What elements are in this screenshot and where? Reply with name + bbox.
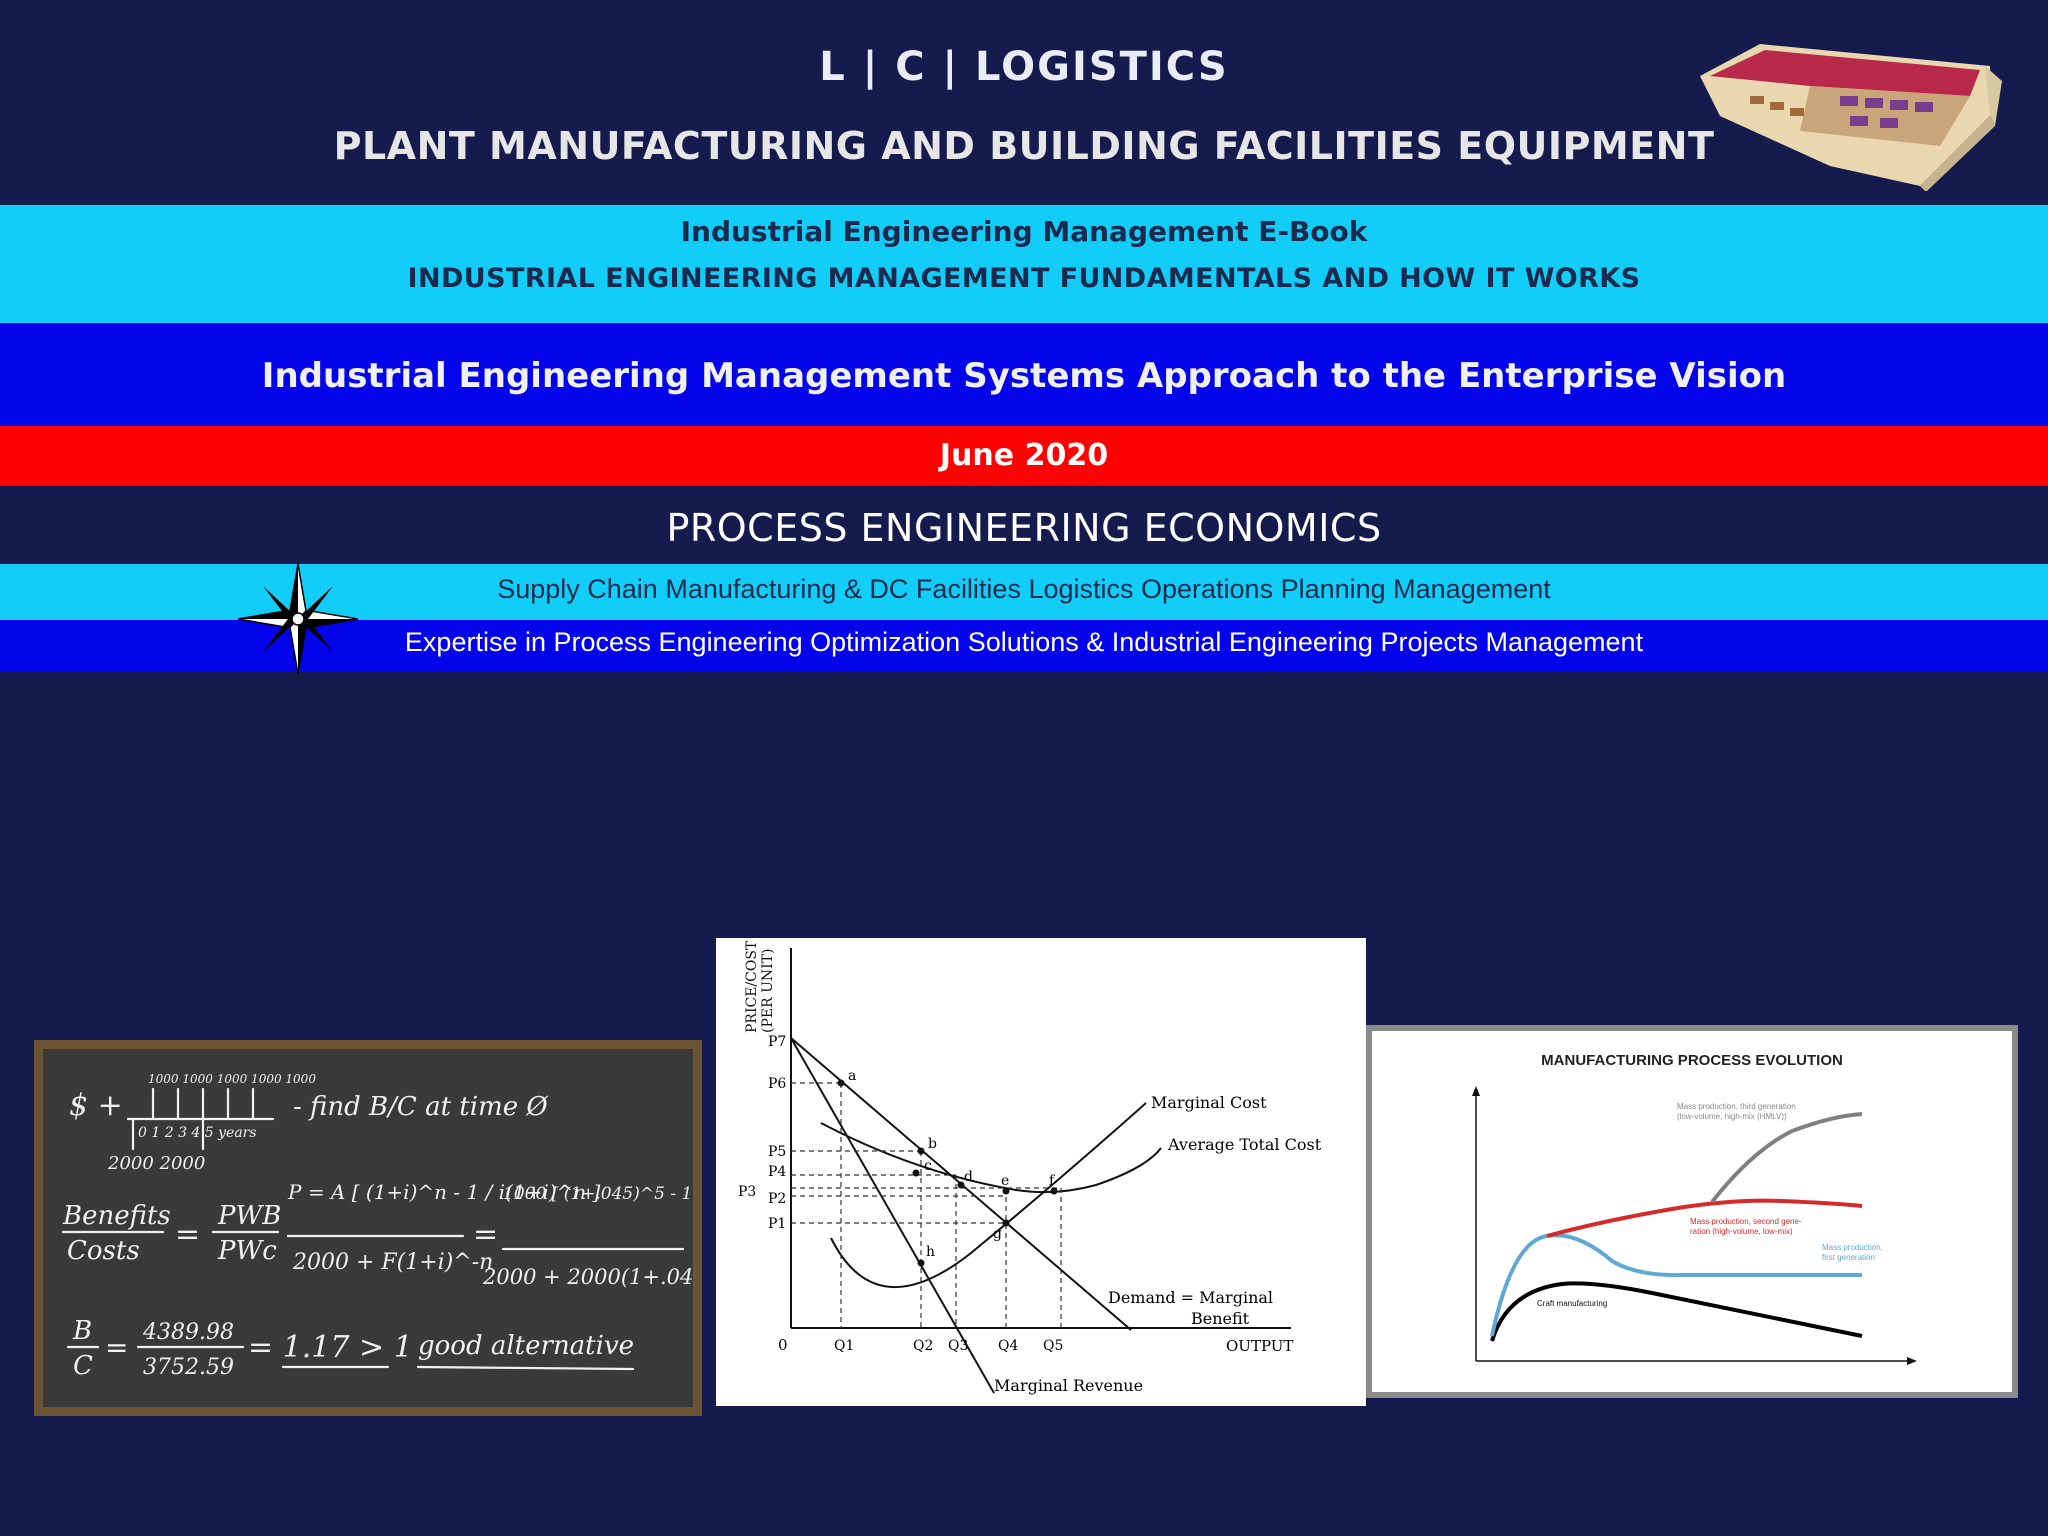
econ-marginal-revenue: Marginal Revenue [994,1376,1143,1395]
bb-line1: - find B/C at time Ø [293,1092,548,1122]
compass-star-icon [238,564,358,674]
bb-b: B [72,1316,92,1346]
econ-pf: f [1049,1173,1056,1189]
mfg-black-label: Craft manufacturing [1537,1299,1607,1308]
bb-costs-label: Costs [67,1236,140,1266]
econ-demand2: Benefit [1191,1309,1250,1328]
bb-verdict: good alternative [418,1331,634,1361]
econ-pg: g [993,1226,1002,1242]
date-band [0,426,2048,486]
section-title: PROCESS ENGINEERING ECONOMICS [666,506,1382,550]
econ-ph: h [926,1244,935,1260]
bb-ratio: = 1.17 > 1 [248,1330,413,1365]
mfg-gray-label1: Mass production, third generation [1677,1102,1796,1111]
econ-ylabel1: PRICE/COST [744,940,760,1033]
econ-pe: e [1001,1173,1009,1189]
bb-denominator1: 2000 + F(1+i)^-n [292,1250,493,1275]
bb-denominator2: 2000 + 2000(1+.045)^-3 [482,1265,693,1289]
economics-chart: PRICE/COST (PER UNIT) 0 OUTPUT [716,938,1366,1406]
plant-layout-image [1700,44,2002,191]
mfg-title: MANUFACTURING PROCESS EVOLUTION [1541,1052,1843,1069]
expertise-band [0,620,2048,672]
econ-p7: P7 [768,1034,786,1050]
econ-pc: c [924,1158,932,1174]
ebook-label: Industrial Engineering Management E-Book [680,215,1368,248]
mfg-blue-label1: Mass production, [1822,1243,1883,1252]
econ-q4: Q4 [998,1338,1018,1354]
econ-ylabel2: (PER UNIT) [760,949,776,1033]
econ-q5: Q5 [1043,1338,1063,1354]
brand-title: L | C | LOGISTICS [819,44,1229,90]
econ-p4: P4 [768,1164,786,1180]
bb-formula2: 1000 [ (1+.045)^5 - 1 / .045(1+.045)^5 ] [503,1184,693,1204]
econ-origin: 0 [778,1336,788,1354]
bb-costs: 2000 2000 [107,1153,205,1174]
econ-p5: P5 [768,1144,786,1160]
svg-text:=: = [105,1331,128,1364]
mfg-red-label2: ration (high-volume, low-mix) [1690,1227,1793,1236]
econ-demand1: Demand = Marginal [1108,1288,1273,1307]
mfg-gray-label2: (low-volume, high-mix (HMLV)) [1677,1112,1787,1121]
econ-p6: P6 [768,1076,786,1092]
econ-p2: P2 [768,1191,786,1207]
econ-atc: Average Total Cost [1167,1135,1322,1154]
headline: PLANT MANUFACTURING AND BUILDING FACILIT… [333,124,1715,168]
econ-q2: Q2 [913,1338,933,1354]
econ-p1: P1 [768,1216,786,1232]
bb-c: C [73,1351,93,1381]
bb-pwb: PWB [217,1201,281,1231]
ebook-band [0,205,2048,323]
svg-text:=: = [473,1217,498,1252]
bb-benefits: Benefits [62,1201,171,1231]
bb-formula1: P = A [ (1+i)^n - 1 / i(1+i)^n ] [287,1180,601,1204]
econ-p3: P3 [738,1184,756,1200]
econ-xlabel: OUTPUT [1226,1337,1293,1355]
mfg-red-label1: Mass production, second gene- [1690,1217,1802,1226]
mfg-blue-label2: first generation [1822,1253,1875,1262]
supply-chain-band [0,564,2048,620]
econ-pd: d [964,1169,973,1185]
bb-den: 3752.59 [143,1355,234,1380]
bb-years: 0 1 2 3 4 5 years [138,1125,257,1141]
blackboard-image: $ + - find B/C at time Ø 1000 1000 1000 … [34,1040,860,1416]
bb-num: 4389.98 [142,1320,234,1345]
vision-text: Industrial Engineering Management System… [261,356,1787,396]
bb-dollar: $ + [69,1088,123,1123]
date-text: June 2020 [939,438,1109,473]
svg-text:=: = [175,1217,200,1252]
bb-pwc: PWc [217,1236,277,1266]
ebook-title: INDUSTRIAL ENGINEERING MANAGEMENT FUNDAM… [407,263,1641,294]
manufacturing-evolution-chart: MANUFACTURING PROCESS EVOLUTION Mass pro… [1366,1025,2018,1398]
bb-flows: 1000 1000 1000 1000 1000 [148,1072,316,1086]
vision-band [0,323,2048,426]
expertise-text: Expertise in Process Engineering Optimiz… [404,627,1644,657]
econ-marginal-cost: Marginal Cost [1151,1093,1267,1112]
econ-q1: Q1 [834,1338,854,1354]
supply-chain-text: Supply Chain Manufacturing & DC Faciliti… [497,574,1551,604]
econ-pb: b [928,1136,937,1152]
econ-pa: a [848,1068,856,1084]
econ-q3: Q3 [948,1338,968,1354]
